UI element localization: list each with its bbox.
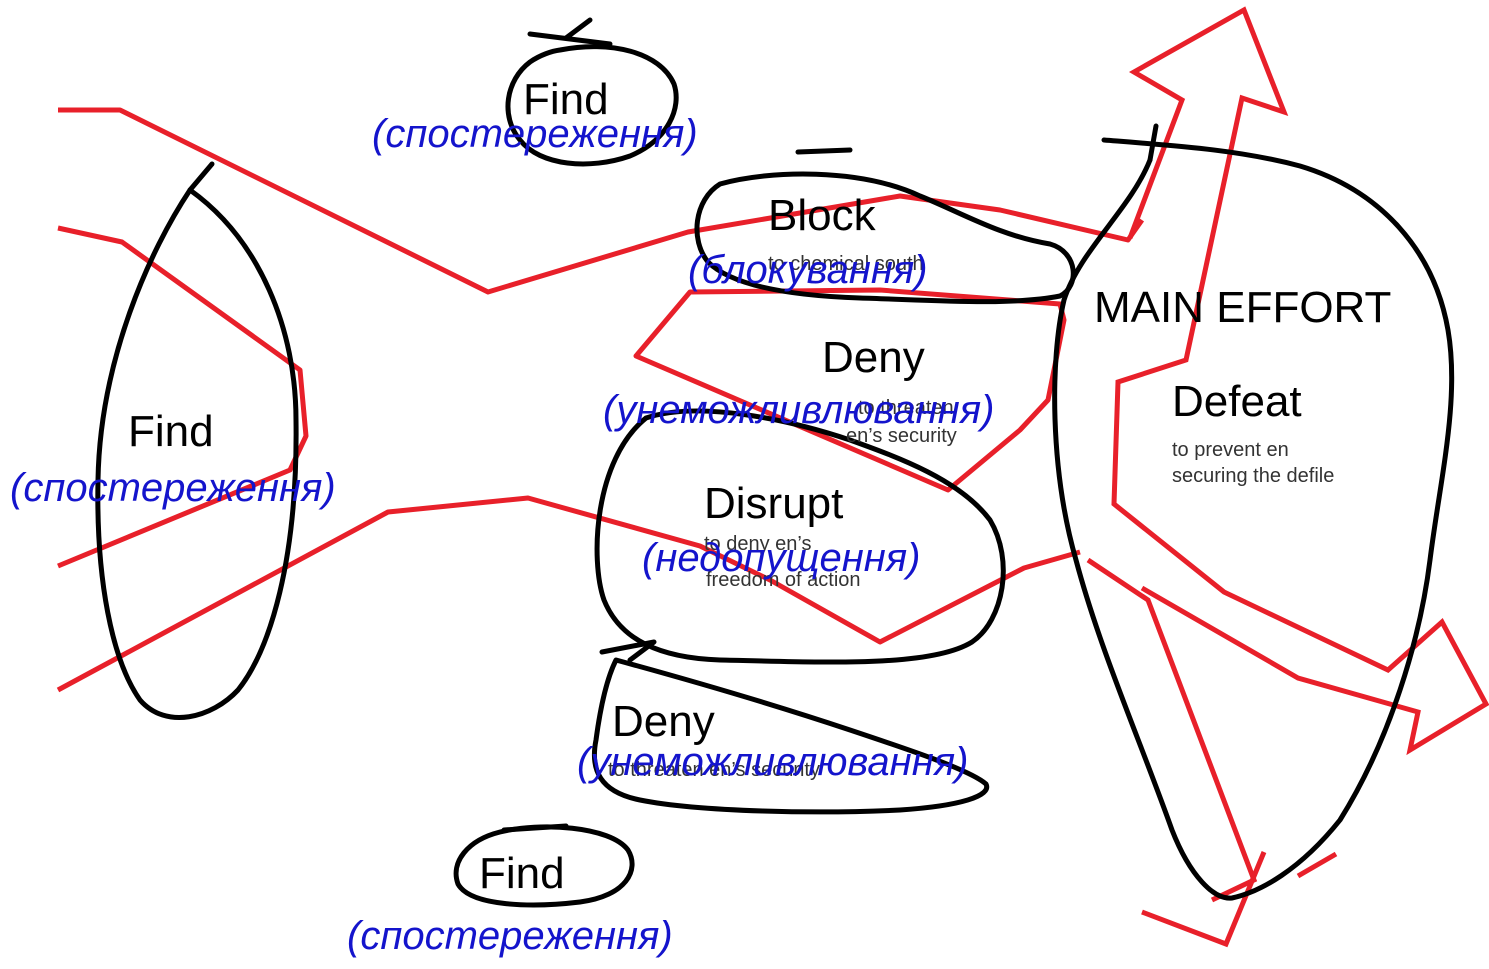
disrupt-sub-line2: freedom of action	[706, 569, 861, 591]
corridor-lower-line	[56, 495, 1081, 693]
block-label: Block	[768, 191, 876, 240]
defeat-label: Defeat	[1172, 377, 1302, 426]
find-left-tick	[187, 161, 215, 193]
disrupt-blob	[594, 408, 1006, 665]
deny-lower-blob	[591, 657, 990, 815]
main-effort-arrow-up	[1111, 6, 1489, 756]
find-bottom-label: Find	[479, 849, 565, 898]
main-effort-arrow-down	[1086, 557, 1258, 903]
block-sub-label: to chemical south	[768, 253, 924, 275]
disrupt-ua-label: (недопущення)	[642, 536, 921, 580]
find-top-tick	[527, 17, 613, 47]
deny-lower-ua-label: (унеможливлювання)	[577, 740, 969, 784]
main-effort-tick	[1147, 123, 1159, 163]
corridor-center-wedge	[633, 287, 1067, 493]
block-ua-label: (блокування)	[688, 248, 928, 292]
block-blob	[694, 171, 1076, 305]
deny-upper-label: Deny	[822, 333, 925, 382]
deny-lower-sub-label: to threaten en’s security	[608, 759, 820, 781]
find-bottom-ua-label: (спостереження)	[347, 914, 673, 958]
find-left-blob	[95, 187, 299, 721]
main-effort-label: MAIN EFFORT	[1094, 283, 1392, 332]
disrupt-tick	[599, 639, 657, 663]
find-top-label: Find	[523, 75, 609, 124]
find-top-ua-label: (спостереження)	[372, 112, 698, 156]
deny-upper-sub-line1: to threaten	[858, 397, 954, 419]
arrow-lower-spur	[1141, 851, 1338, 948]
deny-upper-sub-line2: en’s security	[846, 425, 957, 447]
corridor-left-upper-line	[57, 225, 309, 569]
disrupt-label: Disrupt	[704, 479, 844, 528]
corridor-upper-line	[58, 107, 1145, 295]
find-left-ua-label: (спостереження)	[10, 466, 336, 510]
find-left-label: Find	[128, 407, 214, 456]
block-tick	[795, 147, 853, 155]
find-bottom-tick	[501, 823, 569, 833]
disrupt-sub-line1: to deny en’s	[704, 533, 812, 555]
deny-lower-label: Deny	[612, 697, 715, 746]
deny-upper-ua-label: (унеможливлювання)	[603, 388, 995, 432]
defeat-sub-line1: to prevent en	[1172, 439, 1289, 461]
main-effort-blob	[1052, 137, 1455, 901]
find-top-blob	[505, 44, 679, 167]
defeat-sub-line2: securing the defile	[1172, 465, 1335, 487]
find-bottom-blob	[453, 824, 635, 908]
